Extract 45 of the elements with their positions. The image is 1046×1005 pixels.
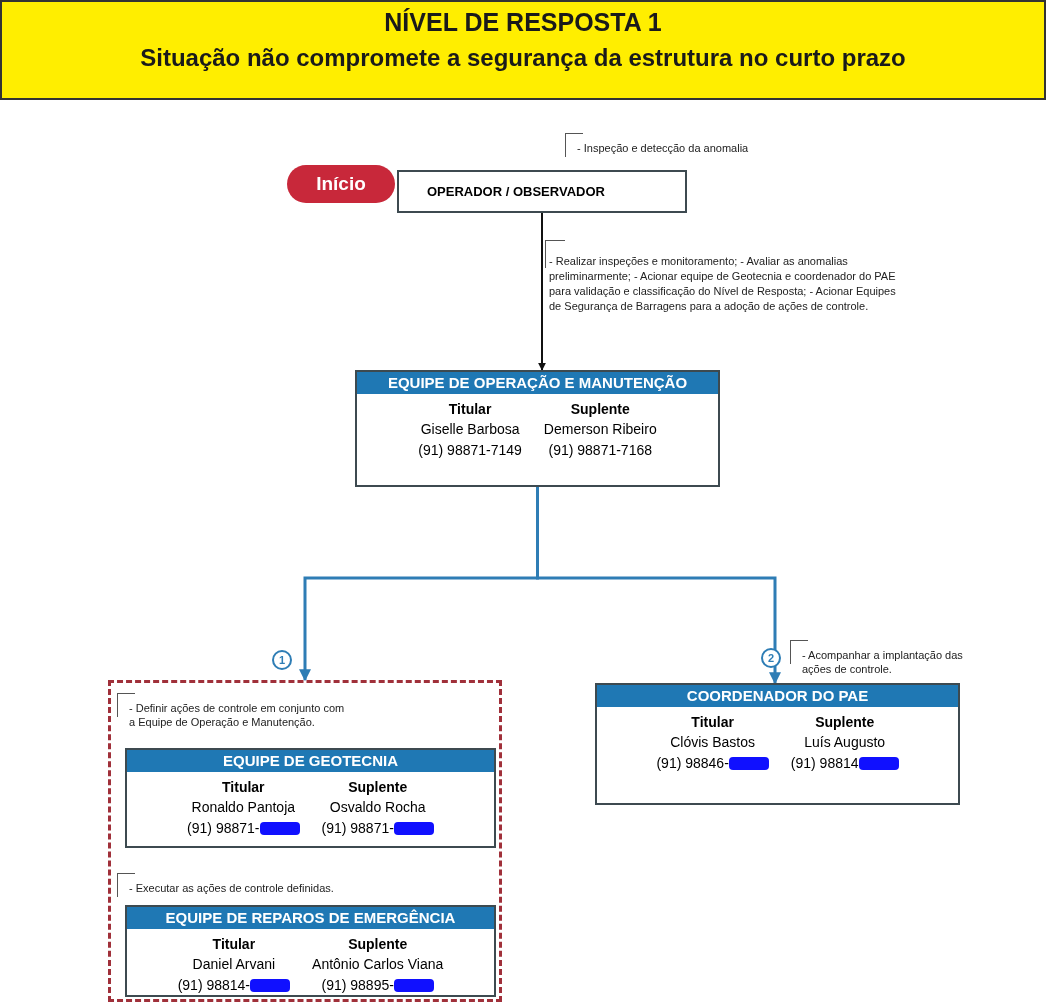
note-text: - Acompanhar a implantação das ações de controle. <box>802 649 963 675</box>
subtitle: Situação não compromete a segurança da estrutura no curto prazo <box>139 43 907 73</box>
title: NÍVEL DE RESPOSTA 1 <box>383 7 663 38</box>
card-header: EQUIPE DE OPERAÇÃO E MANUTENÇÃO <box>357 372 718 394</box>
role-heading: Suplente <box>570 400 630 419</box>
role-heading: Suplente <box>348 935 408 954</box>
team-card <box>125 905 496 997</box>
phone-number: (91) 98871-7168 <box>548 441 652 460</box>
note-text: - Definir ações de controle em conjunto com a Equipe de Operação e Manutenção. <box>129 702 345 728</box>
phone-number: (91) 98871-7149 <box>418 441 522 460</box>
start-pill: Início <box>287 165 395 203</box>
role-heading: Suplente <box>815 713 875 732</box>
phone-number: (91) 98814- <box>177 976 251 995</box>
person-name: Clóvis Bastos <box>670 733 756 752</box>
note-text: - Inspeção e detecção da anomalia <box>577 142 749 154</box>
person-name: Luís Augusto <box>804 733 886 752</box>
person-name: Giselle Barbosa <box>420 420 520 439</box>
card-header: EQUIPE DE REPAROS DE EMERGÊNCIA <box>127 907 494 929</box>
process-box: OPERADOR / OBSERVADOR <box>397 170 687 213</box>
phone-number: (91) 98846- <box>656 754 729 773</box>
dashed-group-frame <box>108 680 502 1002</box>
role-heading: Suplente <box>348 778 408 797</box>
phone-number: (91) 98871- <box>321 819 394 838</box>
card-header: EQUIPE DE GEOTECNIA <box>127 750 494 772</box>
person-name: Daniel Arvani <box>192 955 276 974</box>
person-name: Ronaldo Pantoja <box>191 798 296 817</box>
arrow <box>536 487 781 685</box>
team-card <box>595 683 960 805</box>
team-card <box>125 748 496 848</box>
phone-number: (91) 98814 <box>790 754 859 773</box>
note-text: - Executar as ações de controle definidas. <box>129 882 334 894</box>
role-heading: Titular <box>222 778 265 797</box>
phone-number: (91) 98871- <box>187 819 260 838</box>
phone-number: (91) 98895- <box>321 976 394 995</box>
step-number: 1 <box>272 650 292 670</box>
person-name: Demerson Ribeiro <box>543 420 657 439</box>
role-heading: Titular <box>212 935 256 954</box>
team-card <box>355 370 720 487</box>
role-heading: Titular <box>448 400 492 419</box>
person-name: Osvaldo Rocha <box>329 798 426 817</box>
step-number: 2 <box>761 648 781 668</box>
role-heading: Titular <box>691 713 734 732</box>
person-name: Antônio Carlos Viana <box>312 955 444 974</box>
card-header: COORDENADOR DO PAE <box>597 685 958 707</box>
arrow <box>538 212 546 371</box>
